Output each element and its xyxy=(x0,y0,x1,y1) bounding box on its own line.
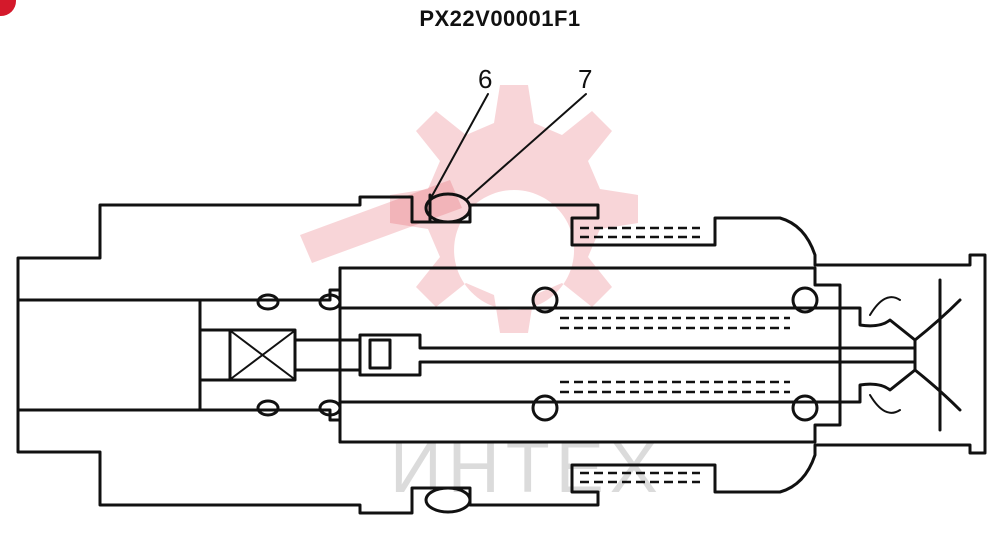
callout-7: 7 xyxy=(465,64,592,201)
o-ring-mid xyxy=(531,286,819,422)
callout-7-label: 7 xyxy=(578,64,592,94)
spring-upper xyxy=(560,226,790,330)
seal-ring-6-7 xyxy=(424,192,472,224)
o-ring-lower-left xyxy=(256,399,342,417)
page-title: PX22V00001F1 xyxy=(419,6,581,31)
seal-ring-lower xyxy=(424,486,472,514)
inner-spool xyxy=(198,328,917,382)
end-cap xyxy=(869,278,962,432)
spring-lower xyxy=(560,380,790,484)
watermark-text: ИНТЕХ xyxy=(390,428,664,508)
gear-watermark-icon xyxy=(300,85,638,333)
callout-6-label: 6 xyxy=(478,64,492,94)
o-ring-upper-left xyxy=(256,293,342,311)
callout-6: 6 xyxy=(431,64,492,197)
valve-housing xyxy=(16,195,987,515)
